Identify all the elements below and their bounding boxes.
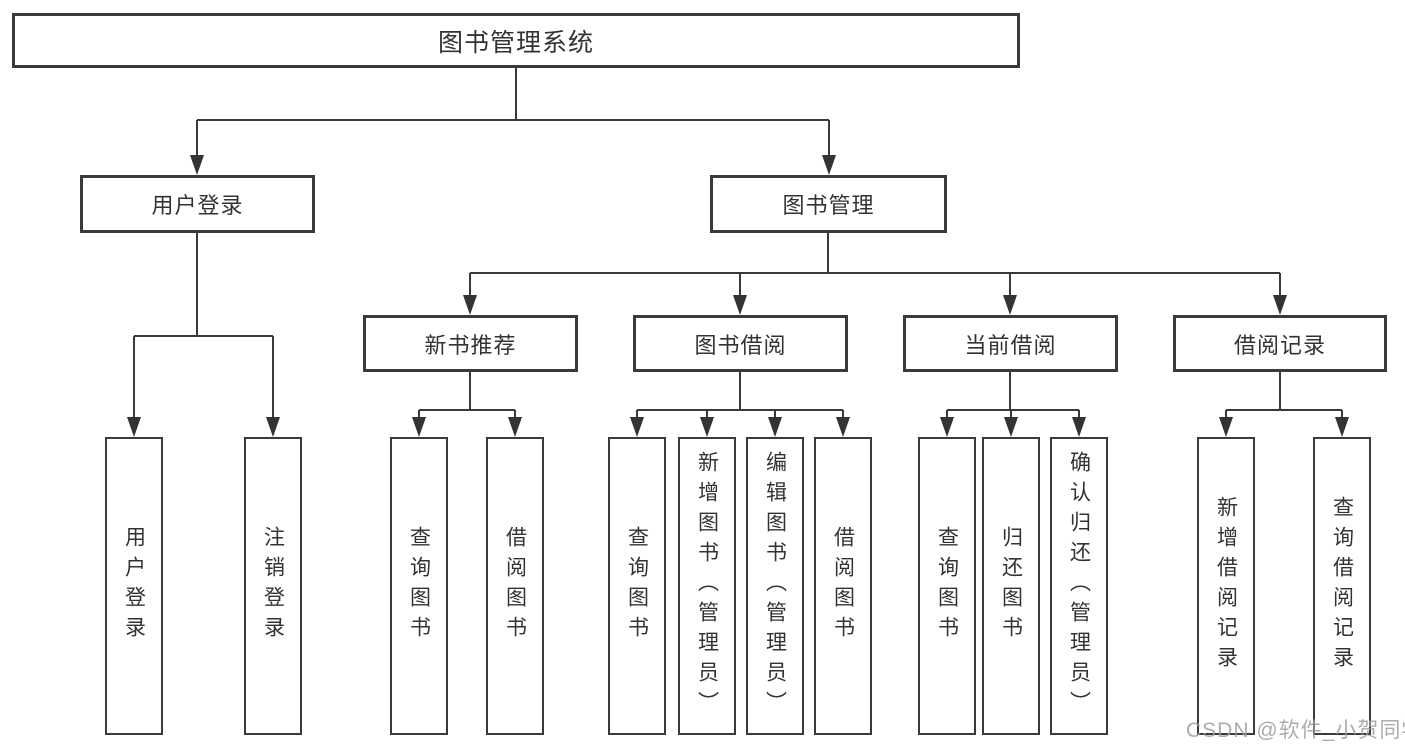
arrow-down-icon bbox=[508, 417, 522, 437]
leaf-current-confirm-return-admin: 确认归还（管理员） bbox=[1050, 437, 1108, 735]
leaf-recommend-query-books: 查询图书 bbox=[390, 437, 448, 735]
arrow-down-icon bbox=[266, 417, 280, 437]
arrow-down-icon bbox=[1004, 417, 1018, 437]
arrow-down-icon bbox=[1003, 295, 1017, 315]
node-book-borrow: 图书借阅 bbox=[633, 315, 848, 372]
node-root-system: 图书管理系统 bbox=[12, 13, 1020, 68]
leaf-borrow-borrow-books: 借阅图书 bbox=[814, 437, 872, 735]
arrow-down-icon bbox=[1273, 295, 1287, 315]
arrow-down-icon bbox=[940, 417, 954, 437]
arrow-down-icon bbox=[630, 417, 644, 437]
arrow-down-icon bbox=[768, 417, 782, 437]
connector-book-management-children bbox=[469, 233, 1281, 298]
leaf-current-query-books: 查询图书 bbox=[918, 437, 976, 735]
node-user-login: 用户登录 bbox=[80, 175, 315, 233]
leaf-recommend-borrow-books: 借阅图书 bbox=[486, 437, 544, 735]
node-book-management: 图书管理 bbox=[710, 175, 947, 233]
connector-borrow-records-children bbox=[1225, 372, 1343, 420]
arrow-down-icon bbox=[836, 417, 850, 437]
leaf-current-return-books: 归还图书 bbox=[982, 437, 1040, 735]
connector-new-book-recommend-children bbox=[418, 372, 516, 420]
node-borrow-records: 借阅记录 bbox=[1173, 315, 1387, 372]
arrow-down-icon bbox=[190, 155, 204, 175]
connector-book-borrow-children bbox=[636, 372, 844, 420]
arrow-down-icon bbox=[412, 417, 426, 437]
connector-root-to-level2 bbox=[196, 68, 830, 158]
arrow-down-icon bbox=[733, 295, 747, 315]
arrow-down-icon bbox=[127, 417, 141, 437]
leaf-records-add-borrow-record: 新增借阅记录 bbox=[1197, 437, 1255, 735]
leaf-borrow-add-books-admin: 新增图书（管理员） bbox=[678, 437, 736, 735]
leaf-borrow-edit-books-admin: 编辑图书（管理员） bbox=[746, 437, 804, 735]
leaf-borrow-query-books: 查询图书 bbox=[608, 437, 666, 735]
node-current-borrow: 当前借阅 bbox=[903, 315, 1118, 372]
arrow-down-icon bbox=[1072, 417, 1086, 437]
node-new-book-recommend: 新书推荐 bbox=[363, 315, 578, 372]
leaf-records-query-borrow-record: 查询借阅记录 bbox=[1313, 437, 1371, 735]
leaf-logout-login: 注销登录 bbox=[244, 437, 302, 735]
leaf-user-login: 用户登录 bbox=[105, 437, 163, 735]
csdn-watermark: CSDN @软件_小贺同学 bbox=[1186, 719, 1405, 742]
arrow-down-icon bbox=[1219, 417, 1233, 437]
connector-current-borrow-children bbox=[946, 372, 1080, 420]
connector-user-login-children bbox=[133, 233, 274, 420]
arrow-down-icon bbox=[822, 155, 836, 175]
arrow-down-icon bbox=[463, 295, 477, 315]
arrow-down-icon bbox=[700, 417, 714, 437]
arrow-down-icon bbox=[1335, 417, 1349, 437]
